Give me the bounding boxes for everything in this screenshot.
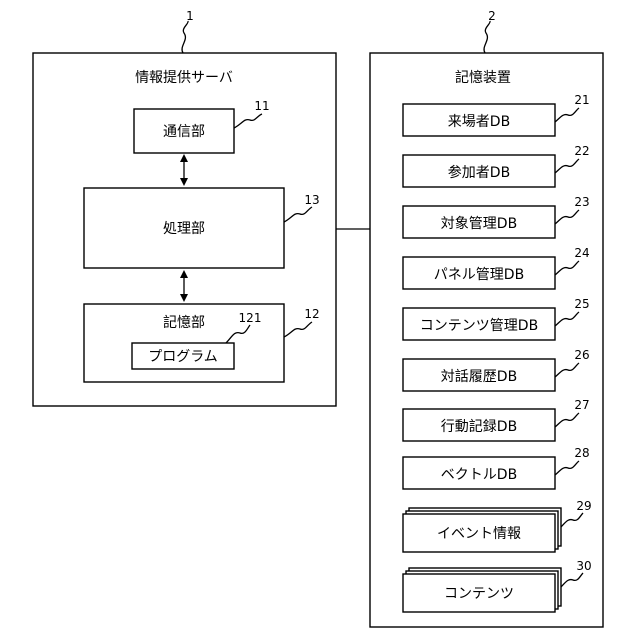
- db-ref-29: 29: [576, 499, 591, 513]
- server-title: 情報提供サーバ: [135, 70, 233, 86]
- db-label-21: 来場者DB: [448, 114, 510, 130]
- proc-unit-ref: 13: [304, 193, 319, 207]
- device-ref: 2: [488, 9, 496, 23]
- server-ref: 1: [186, 9, 194, 23]
- db-ref-27: 27: [574, 398, 589, 412]
- program-ref: 121: [239, 311, 262, 325]
- db-label-23: 対象管理DB: [441, 216, 517, 232]
- db-ref-23: 23: [574, 195, 589, 209]
- db-ref-25: 25: [574, 297, 589, 311]
- db-ref-30: 30: [576, 559, 591, 573]
- storage-unit-label: 記憶部: [163, 314, 205, 331]
- db-ref-24: 24: [574, 246, 589, 260]
- db-label-30: コンテンツ: [444, 586, 514, 602]
- db-label-28: ベクトルDB: [441, 467, 517, 483]
- proc-unit-label: 処理部: [163, 221, 205, 237]
- db-ref-26: 26: [574, 348, 589, 362]
- device-leader-line: [484, 21, 490, 53]
- comm-unit-label: 通信部: [163, 124, 205, 140]
- db-label-25: コンテンツ管理DB: [420, 318, 538, 334]
- db-ref-22: 22: [574, 144, 589, 158]
- db-label-27: 行動記録DB: [441, 418, 517, 435]
- db-label-26: 対話履歴DB: [441, 368, 517, 385]
- db-label-29: イベント情報: [437, 526, 521, 542]
- db-label-24: パネル管理DB: [434, 267, 524, 283]
- db-ref-28: 28: [574, 446, 589, 460]
- db-label-22: 参加者DB: [448, 164, 510, 181]
- device-title: 記憶装置: [455, 69, 511, 86]
- comm-unit-ref: 11: [254, 99, 269, 113]
- storage-unit-ref: 12: [304, 307, 319, 321]
- server-leader-line: [182, 21, 188, 53]
- db-ref-21: 21: [574, 93, 589, 107]
- program-label: プログラム: [148, 349, 218, 365]
